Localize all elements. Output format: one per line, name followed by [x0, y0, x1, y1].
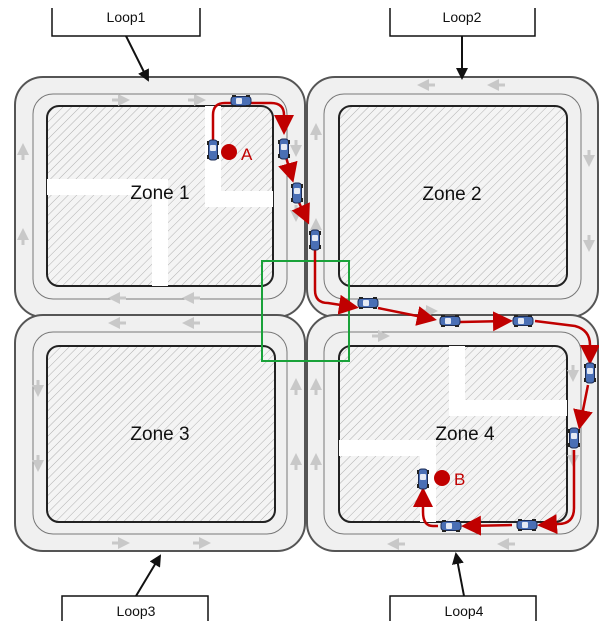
vehicle-icon — [512, 314, 534, 328]
vehicle-icon — [290, 182, 304, 204]
block-zone-4 — [306, 314, 599, 552]
vehicle-icon — [357, 296, 379, 310]
block-zone-2 — [306, 76, 599, 318]
loop-1-label: Loop1 — [107, 9, 146, 25]
vehicle-icon — [567, 427, 581, 449]
zone-1-label: Zone 1 — [130, 183, 189, 204]
zone-3-label: Zone 3 — [130, 424, 189, 445]
vehicle-icon — [583, 362, 597, 384]
zone-4-label: Zone 4 — [435, 424, 495, 445]
loop-callout-3: Loop3 — [61, 554, 209, 621]
vehicle-icon — [516, 518, 538, 532]
loop-callout-1: Loop1 — [51, 8, 201, 82]
loop-2-label: Loop2 — [443, 9, 482, 25]
block-zone-3 — [14, 314, 306, 552]
vehicle-icon — [416, 468, 430, 490]
vehicle-icon — [277, 138, 291, 160]
point-b-label: B — [454, 470, 465, 489]
vehicle-icon — [440, 519, 462, 533]
vehicle-icon — [308, 229, 322, 251]
loop-4-label: Loop4 — [445, 603, 484, 619]
vehicle-icon — [230, 94, 252, 108]
loop-callout-2: Loop2 — [389, 8, 536, 80]
zone-2-label: Zone 2 — [422, 184, 481, 205]
point-a-label: A — [241, 145, 253, 164]
loop-callout-4: Loop4 — [389, 552, 537, 621]
vehicle-icon — [206, 139, 220, 161]
point-a-marker — [221, 144, 237, 160]
loop-3-label: Loop3 — [117, 603, 156, 619]
vehicle-icon — [439, 314, 461, 328]
point-b-marker — [434, 470, 450, 486]
